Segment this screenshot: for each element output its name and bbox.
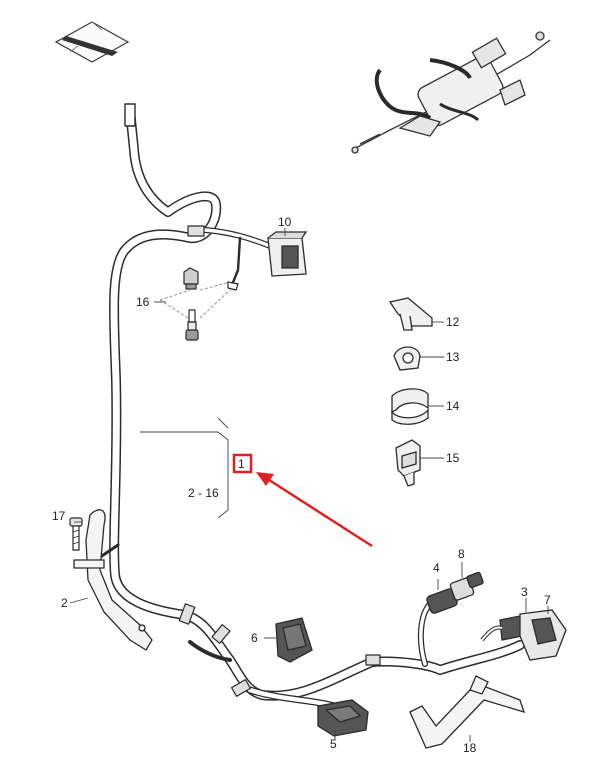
callout-12: 12 bbox=[446, 315, 460, 329]
sensor-part-3-7 bbox=[480, 609, 567, 661]
callout-17: 17 bbox=[52, 509, 66, 523]
callout-2: 2 bbox=[61, 596, 68, 610]
bracket-part-2 bbox=[73, 509, 153, 651]
connector-part-6 bbox=[275, 617, 313, 663]
sensor-part-4-8 bbox=[426, 571, 484, 614]
callout-10: 10 bbox=[278, 215, 292, 229]
highlight-annotation bbox=[232, 453, 373, 548]
connector-part-10 bbox=[267, 231, 308, 277]
clip-part-13 bbox=[393, 346, 421, 371]
clip-part-15 bbox=[395, 439, 421, 487]
bolt-part-17 bbox=[69, 517, 83, 551]
callout-7: 7 bbox=[544, 593, 551, 607]
ground-screws-part-16 bbox=[159, 267, 239, 341]
wiring-harness bbox=[94, 103, 525, 712]
callout-13: 13 bbox=[446, 350, 460, 364]
callout-labels: 1 2 - 16 2 3 4 5 6 7 8 10 12 13 14 15 16… bbox=[52, 215, 551, 755]
callout-5: 5 bbox=[330, 737, 337, 751]
callout-1: 1 bbox=[238, 457, 245, 471]
connector-part-5 bbox=[317, 699, 369, 737]
highlight-arrow-shaft bbox=[265, 476, 373, 548]
bracket-part-18 bbox=[409, 675, 526, 749]
callout-6: 6 bbox=[251, 631, 258, 645]
clip-part-12 bbox=[388, 297, 433, 331]
callout-2-16: 2 - 16 bbox=[188, 486, 219, 500]
leader-lines bbox=[69, 228, 549, 742]
callout-14: 14 bbox=[446, 399, 460, 413]
callout-16: 16 bbox=[136, 295, 150, 309]
highlight-box bbox=[232, 453, 253, 474]
callout-3: 3 bbox=[521, 585, 528, 599]
callout-18: 18 bbox=[463, 741, 477, 755]
callout-8: 8 bbox=[458, 547, 465, 561]
callout-4: 4 bbox=[433, 561, 440, 575]
steering-rack-overview bbox=[351, 31, 551, 154]
clip-part-14 bbox=[391, 388, 429, 425]
callout-15: 15 bbox=[446, 451, 460, 465]
highlight-arrow-head bbox=[256, 472, 274, 486]
orientation-icon bbox=[54, 21, 130, 63]
